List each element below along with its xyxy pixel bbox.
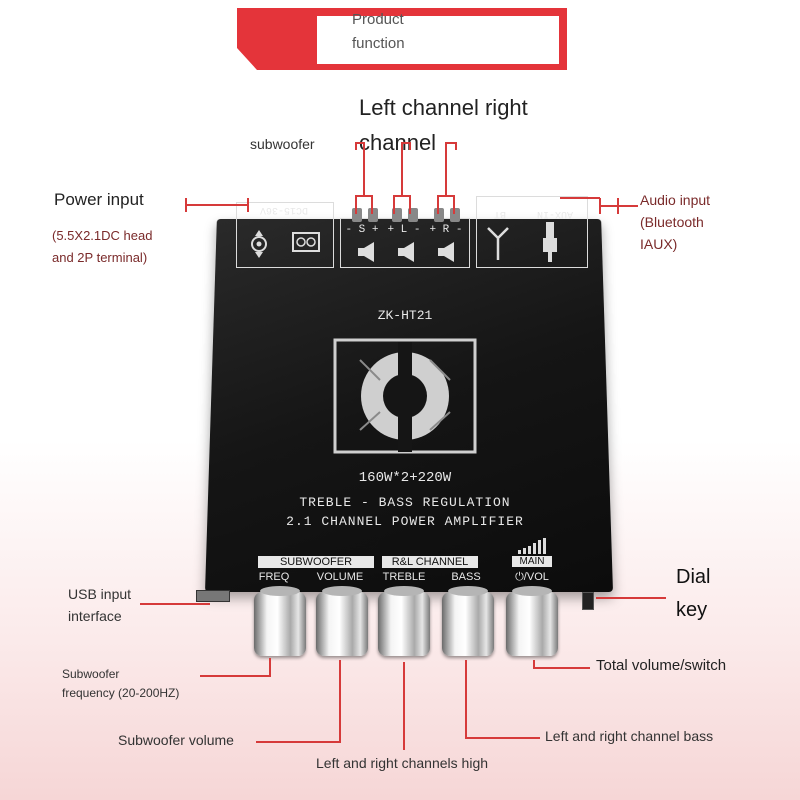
dial-key-switch[interactable] bbox=[582, 592, 594, 610]
lr-bass-label: Left and right channel bass bbox=[545, 728, 714, 744]
speaker-panel bbox=[340, 218, 470, 268]
subwoofer-label: subwoofer bbox=[250, 136, 315, 152]
knob-vol-label: ⏻/VOL bbox=[515, 571, 549, 583]
terminal-screw bbox=[392, 208, 402, 222]
terminal-screw bbox=[408, 208, 418, 222]
section-main: MAIN bbox=[512, 556, 552, 567]
audio-input-line3: IAUX) bbox=[640, 236, 678, 252]
fan-grille-icon bbox=[333, 338, 477, 454]
spec-line1: TREBLE - BASS REGULATION bbox=[299, 495, 511, 510]
power-panel bbox=[236, 202, 334, 268]
power-rating: 160W*2+220W bbox=[358, 470, 452, 486]
terminal-screw bbox=[352, 208, 362, 222]
channels-label-line1: Left channel right bbox=[359, 95, 528, 120]
bass-knob[interactable] bbox=[442, 586, 494, 656]
dial-label-line2: key bbox=[676, 599, 708, 621]
bluetooth-antenna-icon bbox=[487, 227, 509, 260]
terminal-screw bbox=[450, 208, 460, 222]
knob-volume-label: VOLUME bbox=[316, 571, 364, 583]
terminal-right-label: + R - bbox=[429, 224, 463, 236]
sub-freq-line1: Subwoofer bbox=[62, 667, 120, 681]
usb-port[interactable] bbox=[196, 590, 230, 602]
header-banner bbox=[237, 8, 567, 70]
terminal-screw bbox=[434, 208, 444, 222]
terminal-screw bbox=[368, 208, 378, 222]
spec-line2: 2.1 CHANNEL POWER AMPLIFIER bbox=[286, 514, 524, 529]
terminal-2p-icon bbox=[292, 232, 320, 252]
subwoofer-volume-knob[interactable] bbox=[316, 586, 368, 656]
lr-high-label: Left and right channels high bbox=[316, 755, 489, 771]
aux-jack-icon bbox=[543, 222, 557, 262]
total-volume-label: Total volume/switch bbox=[596, 657, 727, 674]
main-volume-knob[interactable] bbox=[506, 586, 558, 656]
header-title-line2: function bbox=[352, 35, 405, 52]
dial-label-line1: Dial bbox=[676, 566, 711, 588]
section-rl-channel: R&L CHANNEL bbox=[382, 556, 478, 568]
treble-knob[interactable] bbox=[378, 586, 430, 656]
knob-freq-label: FREQ bbox=[258, 571, 290, 583]
power-detail-line1: (5.5X2.1DC head bbox=[52, 228, 153, 243]
audio-input-line1: Audio input bbox=[640, 192, 711, 208]
terminal-left-label: + L - bbox=[387, 224, 421, 236]
knob-bass-label: BASS bbox=[451, 571, 481, 583]
speaker-icons bbox=[358, 242, 454, 262]
power-detail-line2: and 2P terminal) bbox=[52, 250, 148, 265]
power-input-label: Power input bbox=[54, 190, 144, 209]
audio-input-line2: (Bluetooth bbox=[640, 214, 704, 230]
section-subwoofer: SUBWOOFER bbox=[258, 556, 374, 568]
audio-input-panel bbox=[476, 196, 588, 268]
usb-label-line1: USB input bbox=[68, 586, 132, 602]
terminal-sub-label: - S + bbox=[345, 224, 379, 236]
knob-treble-label: TREBLE bbox=[382, 571, 426, 583]
header-title-line1: Product bbox=[352, 11, 404, 28]
volume-bars-icon bbox=[518, 538, 546, 554]
channels-label-line2: channel bbox=[359, 130, 437, 155]
freq-knob[interactable] bbox=[254, 586, 306, 656]
sub-freq-line2: frequency (20-200HZ) bbox=[62, 686, 180, 700]
model-label: ZK-HT21 bbox=[377, 308, 433, 323]
dc-jack-icon bbox=[251, 230, 267, 258]
sub-volume-label: Subwoofer volume bbox=[118, 732, 234, 748]
usb-label-line2: interface bbox=[68, 608, 122, 624]
